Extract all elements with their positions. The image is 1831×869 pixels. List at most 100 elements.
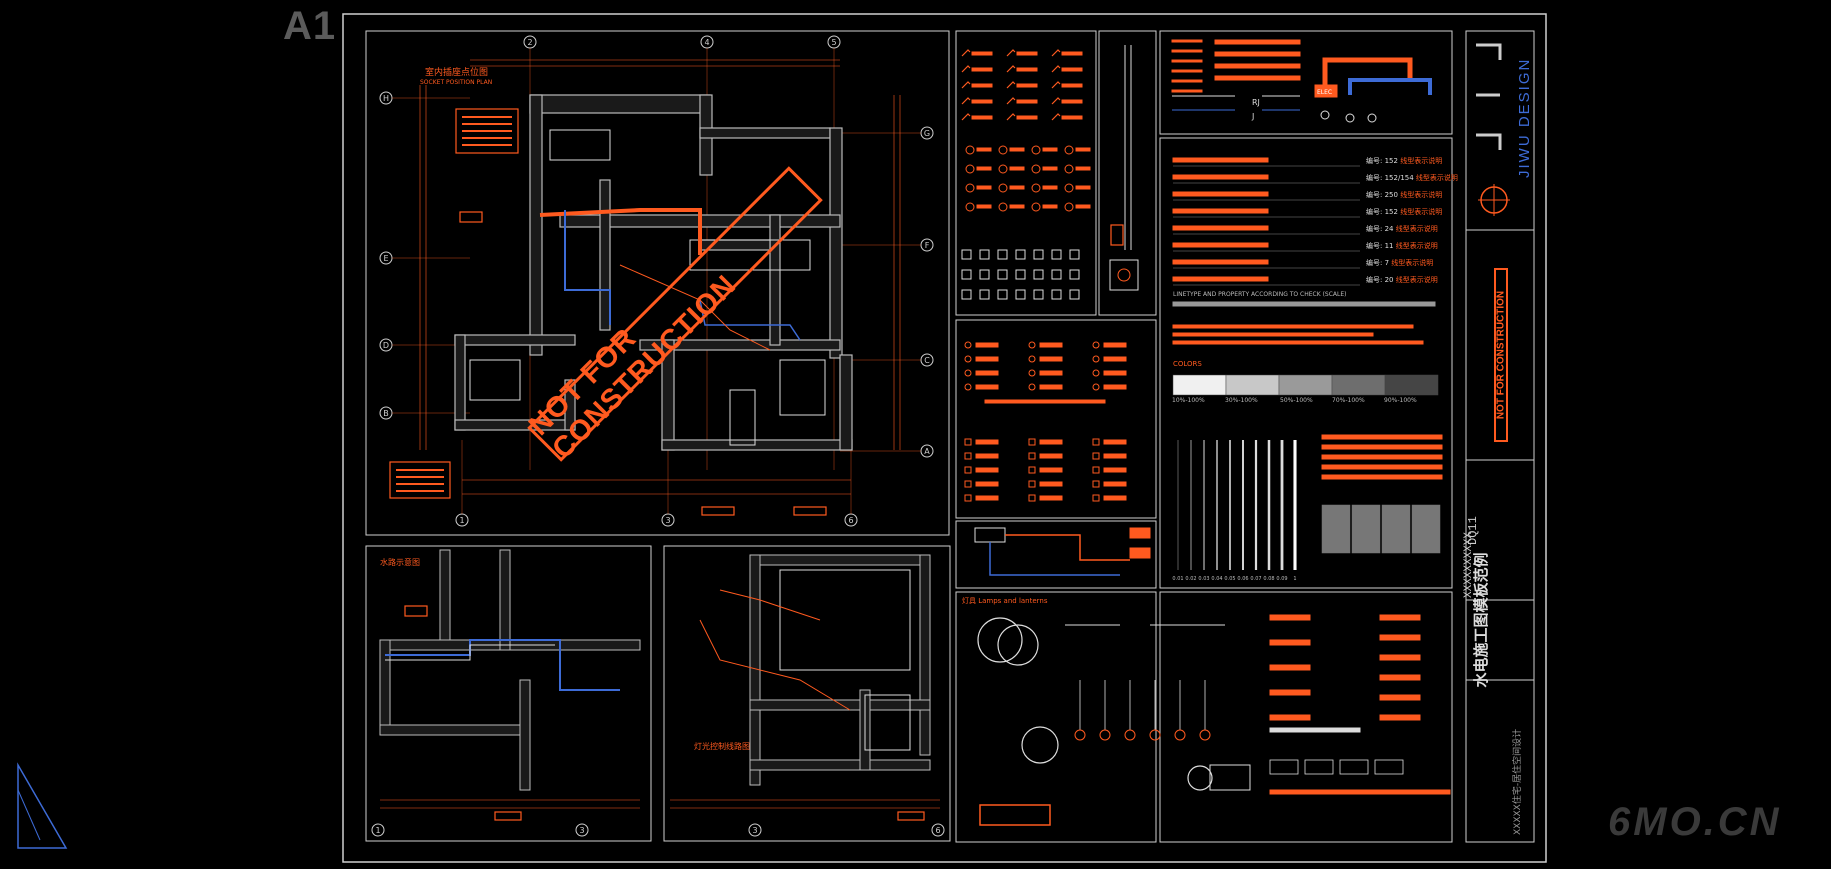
switch-symbol (1028, 438, 1036, 446)
outlet-symbol (1015, 269, 1026, 280)
panel-lighting-plan (663, 545, 951, 842)
wall (839, 354, 853, 451)
socket-symbol (494, 811, 522, 821)
symbol-label (975, 356, 999, 362)
switch-symbol (1092, 494, 1100, 502)
colour-sample (1172, 332, 1374, 337)
panel-lamps (955, 591, 1157, 843)
not-for-construction-vertical: NOT FOR CONSTRUCTION (1494, 268, 1508, 442)
colour-sample (1172, 324, 1414, 329)
switch-symbol (961, 113, 971, 121)
socket-symbol (1064, 145, 1074, 155)
switch-symbol (1028, 494, 1036, 502)
lamp-label (1379, 614, 1421, 621)
wall (379, 724, 531, 736)
linetype-sample (1172, 259, 1269, 265)
wall (564, 379, 576, 431)
symbol-label (1016, 99, 1038, 104)
lamp-swatch (1321, 504, 1351, 554)
note-text-line (1321, 454, 1443, 460)
switch-symbol (964, 369, 972, 377)
hot-water-pipe-3d (1322, 57, 1413, 90)
switch-symbol (1092, 480, 1100, 488)
symbol-label (1009, 147, 1025, 152)
switch-plate (1304, 759, 1334, 775)
panel-symbols-2 (1098, 30, 1157, 316)
lineweight-label: 0.01 (1172, 576, 1183, 582)
symbol-label (1039, 356, 1063, 362)
lamp-box (979, 804, 1051, 826)
symbol-label (1103, 356, 1127, 362)
symbol-label (1009, 204, 1025, 209)
symbol-label (1016, 51, 1038, 56)
lamp-swatch (1381, 504, 1411, 554)
wall (829, 127, 843, 359)
grey-swatch (1384, 374, 1439, 396)
wall (919, 554, 931, 756)
elec-tag-box (1314, 84, 1338, 98)
switch-symbol (1092, 466, 1100, 474)
panel-pipes (1159, 30, 1453, 135)
legend-label (1171, 79, 1203, 83)
switch-symbol (1051, 49, 1061, 57)
symbol-label (975, 467, 999, 473)
elec-box (1129, 547, 1151, 559)
grid-label-bottom: 3 (665, 516, 670, 525)
note-text-line (1321, 444, 1443, 450)
wall (769, 214, 781, 346)
lineweight-label: 0.04 (1211, 576, 1222, 582)
outlet-symbol (979, 249, 990, 260)
lineweight-label: 0.05 (1224, 576, 1235, 582)
switch-symbol (1028, 466, 1036, 474)
symbol-label (975, 495, 999, 501)
switch-symbol (961, 65, 971, 73)
symbol-label (1103, 453, 1127, 459)
cable-row: 编号: 250 线型表示说明 (1366, 191, 1443, 199)
outlet-symbol (979, 289, 990, 300)
symbol-label (971, 83, 993, 88)
furniture-bed (779, 569, 911, 671)
furniture-cabinet (689, 239, 811, 271)
symbol-label (1103, 481, 1127, 487)
outlet-symbol (1033, 249, 1044, 260)
wall (599, 179, 611, 331)
switch-symbol (1028, 355, 1036, 363)
symbol-label (975, 370, 999, 376)
linetype-sample (1172, 301, 1436, 307)
wall (749, 554, 931, 566)
grey-swatch-label-5: 90%-100% (1384, 397, 1417, 404)
lineweight-label: 0.06 (1237, 576, 1248, 582)
north-arrow-icon (17, 789, 41, 841)
lineweight-label: 0.08 (1263, 576, 1274, 582)
socket-symbol (998, 145, 1008, 155)
valve-symbol (1367, 113, 1377, 123)
wall (439, 549, 451, 641)
wall (454, 334, 576, 346)
pendant-lamp (1174, 729, 1186, 741)
switch-plate (1374, 759, 1404, 775)
symbol-label (976, 147, 992, 152)
switch-symbol (1006, 97, 1016, 105)
riser-box (1109, 259, 1139, 291)
symbol-label (1039, 467, 1063, 473)
switch-symbol (964, 383, 972, 391)
grid-label-bottom: 3 (752, 826, 757, 835)
lineweight-label: 0.02 (1185, 576, 1196, 582)
linetype-note: LINETYPE AND PROPERTY ACCORDING TO CHECK… (1173, 291, 1347, 298)
switch-symbol (1092, 369, 1100, 377)
outlet-symbol (997, 269, 1008, 280)
grey-swatch (1225, 374, 1280, 396)
grid-label-left: D (383, 341, 389, 350)
outlet-symbol (1051, 289, 1062, 300)
water-plan-title: 水路示意图 (380, 558, 420, 567)
socket-symbol (459, 211, 483, 223)
switch-symbol (964, 438, 972, 446)
pipe-label-j: J (1252, 112, 1255, 121)
sheet-size-label: A1 (283, 4, 337, 48)
colors-label: COLORS (1173, 360, 1202, 368)
grey-swatch (1331, 374, 1386, 396)
socket-symbol (998, 202, 1008, 212)
panel-lamp-legend (1159, 591, 1453, 843)
symbol-label (1039, 495, 1063, 501)
